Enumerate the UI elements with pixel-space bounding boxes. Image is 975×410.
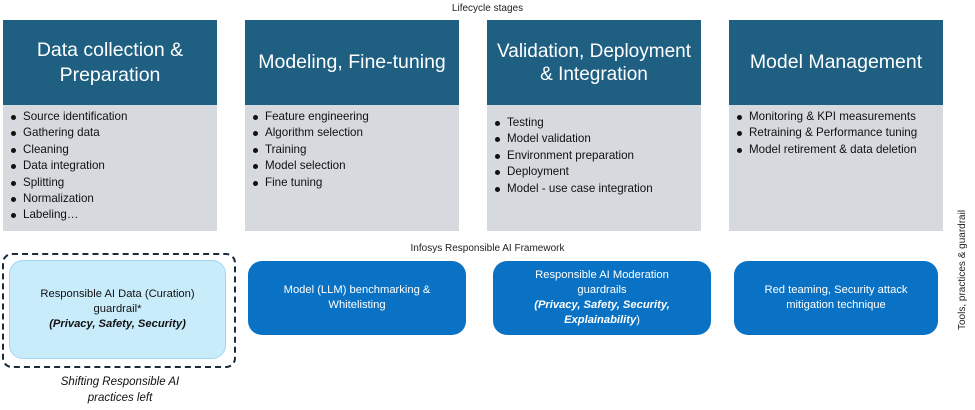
list-item: Gathering data: [11, 125, 211, 141]
framework-text: Responsible AI Data (Curation): [40, 288, 195, 300]
stage-validation: Validation, Deployment & Integration Tes…: [487, 20, 701, 231]
list-item: Splitting: [11, 175, 211, 191]
framework-box-benchmarking: Model (LLM) benchmarking & Whitelisting: [248, 261, 466, 335]
list-item: Monitoring & KPI measurements: [737, 109, 937, 125]
framework-box-moderation: Responsible AI Moderation guardrails (Pr…: [493, 261, 711, 335]
list-item: Labeling…: [11, 207, 211, 223]
shift-caption-line: Shifting Responsible AI: [60, 376, 180, 388]
shift-left-caption: Shifting Responsible AI practices left: [20, 374, 220, 406]
list-item: Model selection: [253, 158, 453, 174]
list-item: Cleaning: [11, 142, 211, 158]
stage-items: Monitoring & KPI measurements Retraining…: [729, 105, 943, 158]
list-item: Model - use case integration: [495, 181, 695, 197]
list-item: Environment preparation: [495, 148, 695, 164]
framework-text: Red teaming, Security attack: [764, 284, 908, 296]
list-item: Retraining & Performance tuning: [737, 125, 937, 141]
list-item: Deployment: [495, 164, 695, 180]
list-item: Feature engineering: [253, 109, 453, 125]
stage-items: Testing Model validation Environment pre…: [487, 105, 701, 197]
framework-box-red-teaming: Red teaming, Security attack mitigation …: [734, 261, 938, 335]
framework-box-data-curation: Responsible AI Data (Curation) guardrail…: [9, 260, 226, 359]
framework-emphasis: (Privacy, Safety, Security): [49, 318, 186, 330]
list-item: Source identification: [11, 109, 211, 125]
framework-text: guardrail*: [93, 303, 142, 315]
list-item: Testing: [495, 115, 695, 131]
framework-text: Responsible AI Moderation: [535, 269, 669, 281]
framework-text: mitigation technique: [786, 299, 886, 311]
tools-practices-label: Tools, practices & guardrail: [957, 209, 968, 330]
framework-text: Whitelisting: [328, 299, 386, 311]
lifecycle-stages-label: Lifecycle stages: [451, 3, 524, 14]
stage-title: Model Management: [729, 20, 943, 105]
list-item: Fine tuning: [253, 175, 453, 191]
framework-emphasis: Explainability): [564, 314, 640, 326]
list-item: Data integration: [11, 158, 211, 174]
stage-title: Modeling, Fine-tuning: [245, 20, 459, 105]
stage-title: Validation, Deployment & Integration: [487, 20, 701, 105]
list-item: Model retirement & data deletion: [737, 142, 937, 158]
framework-text: guardrails: [577, 284, 627, 296]
list-item: Training: [253, 142, 453, 158]
list-item: Normalization: [11, 191, 211, 207]
shift-caption-line: practices left: [87, 392, 153, 404]
stage-modeling: Modeling, Fine-tuning Feature engineerin…: [245, 20, 459, 231]
framework-label: Infosys Responsible AI Framework: [410, 243, 565, 254]
stage-title: Data collection & Preparation: [3, 20, 217, 105]
shift-left-highlight: [2, 253, 236, 368]
stage-data-collection: Data collection & Preparation Source ide…: [3, 20, 217, 231]
stage-model-management: Model Management Monitoring & KPI measur…: [729, 20, 943, 231]
list-item: Algorithm selection: [253, 125, 453, 141]
framework-emphasis: (Privacy, Safety, Security,: [534, 299, 670, 311]
list-item: Model validation: [495, 131, 695, 147]
framework-text: Model (LLM) benchmarking &: [283, 284, 431, 296]
stage-items: Feature engineering Algorithm selection …: [245, 105, 459, 191]
stage-items: Source identification Gathering data Cle…: [3, 105, 217, 224]
